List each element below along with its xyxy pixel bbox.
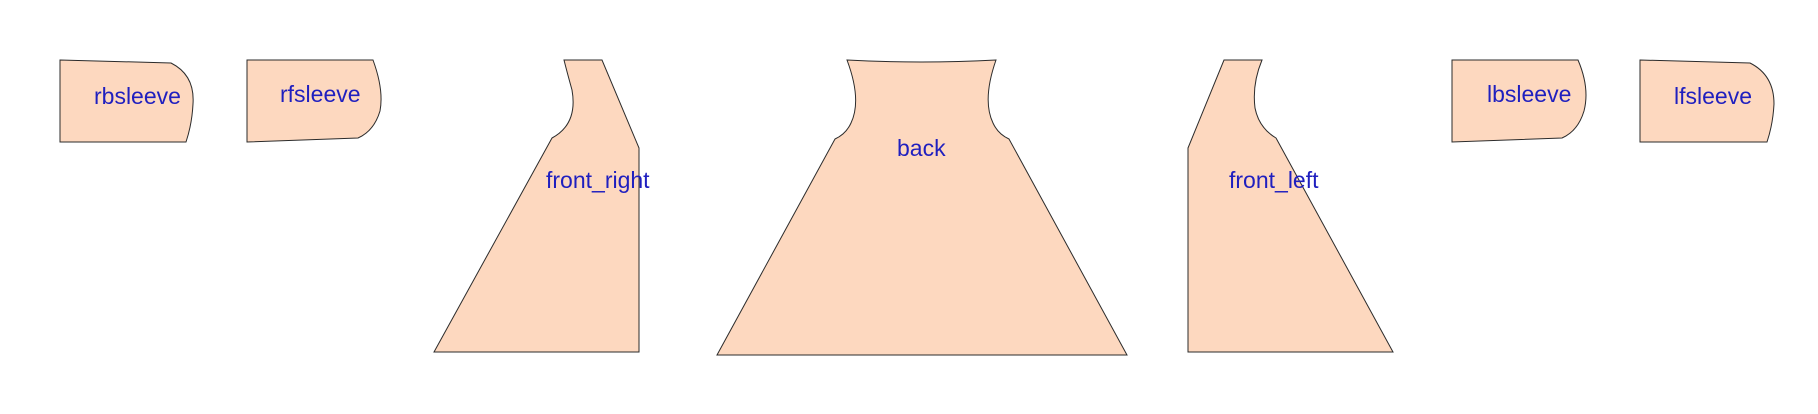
piece-rbsleeve[interactable]: rbsleeve	[59, 59, 194, 143]
rbsleeve-label: rbsleeve	[94, 83, 181, 109]
lfsleeve-label: lfsleeve	[1674, 83, 1752, 109]
lbsleeve-label: lbsleeve	[1487, 81, 1571, 107]
lbsleeve-outline[interactable]	[1451, 59, 1587, 143]
front_right-outline[interactable]	[433, 59, 640, 353]
piece-rfsleeve[interactable]: rfsleeve	[246, 59, 382, 143]
rfsleeve-outline[interactable]	[246, 59, 382, 143]
back-label: back	[897, 135, 946, 161]
piece-lfsleeve[interactable]: lfsleeve	[1639, 59, 1775, 143]
front_left-outline[interactable]	[1187, 59, 1394, 353]
piece-lbsleeve[interactable]: lbsleeve	[1451, 59, 1587, 143]
front_left-label: front_left	[1229, 167, 1319, 193]
back-outline[interactable]	[716, 59, 1128, 356]
lfsleeve-outline[interactable]	[1639, 59, 1775, 143]
piece-front_left[interactable]: front_left	[1187, 59, 1394, 353]
front_right-label: front_right	[546, 167, 650, 193]
piece-back[interactable]: back	[716, 59, 1128, 356]
piece-front_right[interactable]: front_right	[433, 59, 650, 353]
rbsleeve-outline[interactable]	[59, 59, 194, 143]
rfsleeve-label: rfsleeve	[280, 81, 361, 107]
